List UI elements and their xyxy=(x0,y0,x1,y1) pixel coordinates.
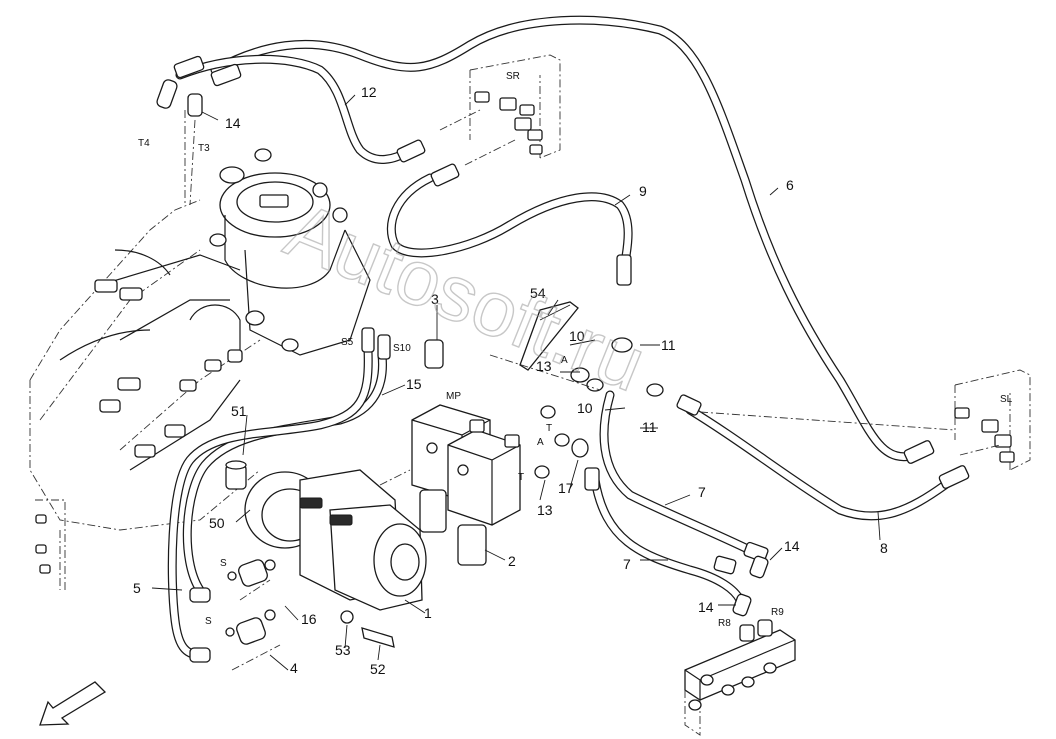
small-fittings xyxy=(534,337,769,617)
callout-10a: 10 xyxy=(569,328,585,344)
callout-53: 53 xyxy=(335,642,351,658)
hose-9 xyxy=(386,173,633,267)
port-label-s1: S xyxy=(220,558,227,569)
port-label-r9: R9 xyxy=(771,607,784,618)
callout-6: 6 xyxy=(786,177,794,193)
callout-4: 4 xyxy=(290,660,298,676)
port-label-r8: R8 xyxy=(718,618,731,629)
callout-numbers: 1 2 3 4 5 6 7 7 8 9 10 10 11 11 12 13 13… xyxy=(133,84,888,677)
callout-51: 51 xyxy=(231,403,247,419)
port-label-s10: S10 xyxy=(393,343,411,354)
callout-54: 54 xyxy=(530,285,546,301)
callout-1: 1 xyxy=(424,605,432,621)
leader-lines xyxy=(151,94,1001,671)
hose-6 xyxy=(210,15,920,462)
callout-7a: 7 xyxy=(698,484,706,500)
flanges-bolts xyxy=(225,301,579,648)
port-label-a2: A xyxy=(537,437,544,448)
callout-7b: 7 xyxy=(623,556,631,572)
callout-10b: 10 xyxy=(577,400,593,416)
manifold-r8-r9 xyxy=(684,619,796,736)
callout-11a: 11 xyxy=(661,337,676,353)
callout-16: 16 xyxy=(301,611,317,627)
callout-17: 17 xyxy=(558,480,574,496)
hose-fittings xyxy=(156,55,970,663)
port-label-a1: A xyxy=(561,355,568,366)
callout-9: 9 xyxy=(639,183,647,199)
valve-block-sl xyxy=(954,369,1031,471)
gear-pump xyxy=(225,460,427,611)
direction-arrow-icon xyxy=(39,681,107,726)
port-label-t3: T3 xyxy=(198,143,210,154)
callout-14b: 14 xyxy=(784,538,800,554)
hose-12 xyxy=(175,54,415,164)
port-label-t4: T4 xyxy=(138,138,150,149)
valve-block-sr xyxy=(469,54,561,159)
callout-3: 3 xyxy=(431,291,439,307)
hose-7b xyxy=(599,390,765,560)
central-motor-unit xyxy=(209,148,371,356)
chassis-housing xyxy=(29,199,261,590)
watermark: Autosoft.ru xyxy=(275,185,658,408)
callout-52: 52 xyxy=(370,661,386,677)
directional-valve-block xyxy=(411,339,521,566)
port-label-sl: SL xyxy=(1000,394,1013,405)
port-label-mp: MP xyxy=(446,391,461,402)
callout-8: 8 xyxy=(880,540,888,556)
port-label-t1: T xyxy=(546,423,552,434)
port-labels: T4 T3 SR SL S5 S10 MP A T A T S S R8 R9 xyxy=(138,71,1013,629)
port-label-s5: S5 xyxy=(341,337,354,348)
port-label-t2: T xyxy=(518,472,524,483)
port-label-s2: S xyxy=(205,616,212,627)
hose-7a xyxy=(590,475,745,605)
callout-12: 12 xyxy=(361,84,377,100)
callout-11b: 11 xyxy=(642,419,657,435)
callout-15: 15 xyxy=(406,376,422,392)
callout-13a: 13 xyxy=(536,358,552,374)
callout-13b: 13 xyxy=(537,502,553,518)
hose-5 xyxy=(167,345,373,660)
callout-50: 50 xyxy=(209,515,225,531)
port-label-sr: SR xyxy=(506,71,520,82)
hose-8 xyxy=(685,405,950,521)
callout-5: 5 xyxy=(133,580,141,596)
callout-14c: 14 xyxy=(698,599,714,615)
callout-2: 2 xyxy=(508,553,516,569)
callout-14a: 14 xyxy=(225,115,241,131)
